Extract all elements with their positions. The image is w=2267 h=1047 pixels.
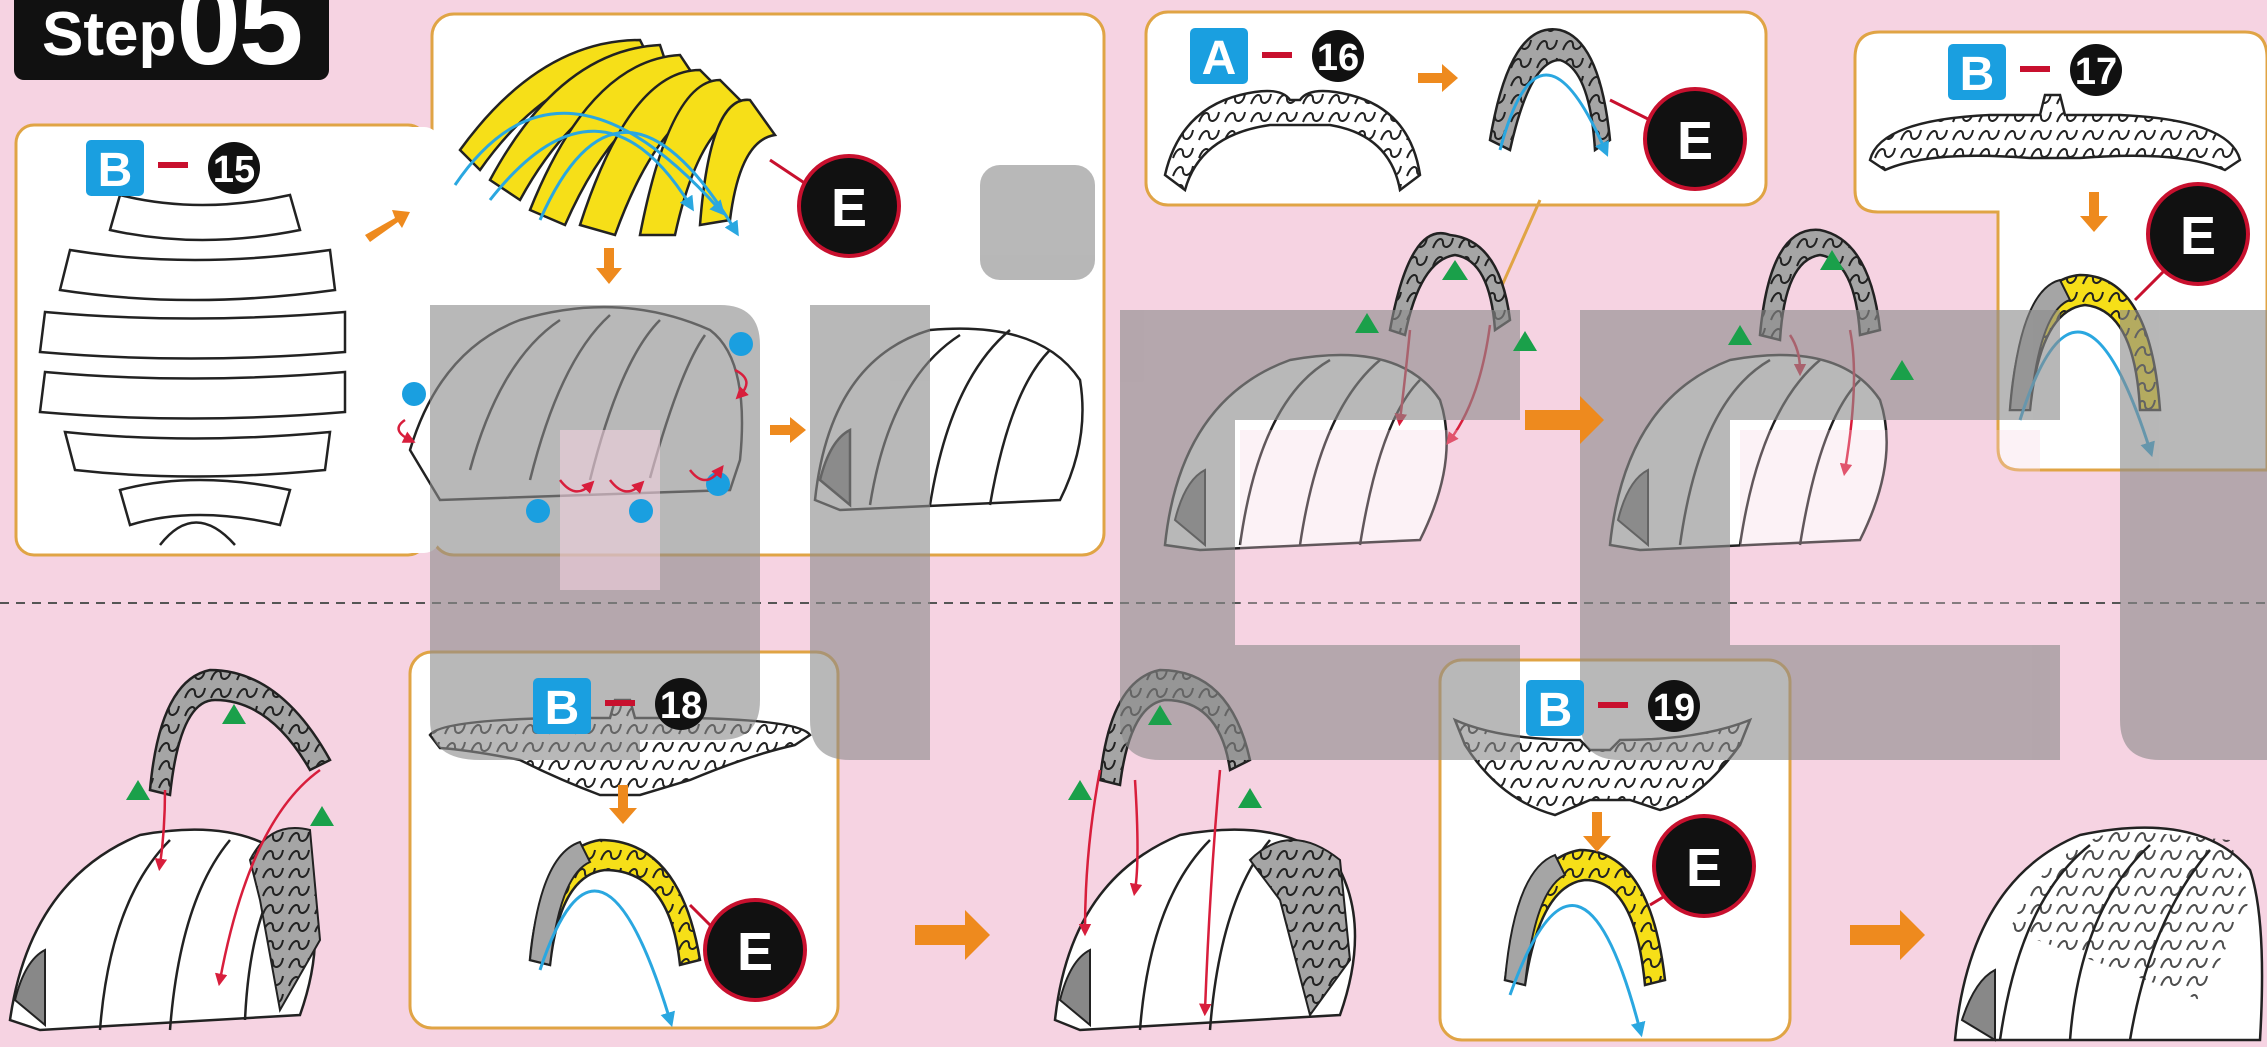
label-A-16-number: 16 [1317, 37, 1359, 79]
label-B-15-number: 15 [213, 149, 255, 191]
glue-badge-step-18: E [737, 922, 773, 982]
label-A-16-letter: A [1202, 32, 1237, 85]
label-B-17-letter: B [1960, 48, 1995, 101]
final-dome [1955, 828, 2262, 1040]
label-B-18-number: 18 [660, 685, 702, 727]
glue-badge-step-19: E [1686, 838, 1722, 898]
label-B-18-letter: B [545, 682, 580, 735]
label-B-15-letter: B [98, 144, 133, 197]
label-B-19-number: 19 [1653, 687, 1695, 729]
glue-badge-step-15: E [831, 178, 867, 238]
glue-badge-step-16: E [1677, 111, 1713, 171]
dome-with-arch-18-start [10, 670, 330, 1030]
label-B-19-letter: B [1538, 684, 1573, 737]
label-B-17-number: 17 [2075, 51, 2117, 93]
glue-badge-step-17: E [2180, 206, 2216, 266]
